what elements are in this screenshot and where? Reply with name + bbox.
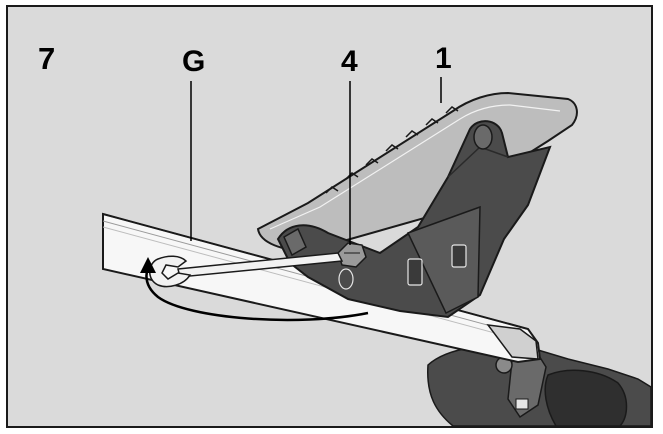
rotation-arrow-icon bbox=[140, 257, 369, 322]
callout-4: 4 bbox=[341, 45, 358, 78]
bolt-4 bbox=[337, 242, 367, 268]
lever-body bbox=[276, 120, 552, 319]
wrench-icon bbox=[149, 252, 344, 288]
assembly-illustration bbox=[102, 77, 651, 426]
figure-frame: 7 G 4 1 bbox=[6, 5, 653, 428]
callout-1: 1 bbox=[435, 42, 452, 75]
lower-mechanism bbox=[427, 344, 651, 426]
leader-lines bbox=[190, 77, 442, 245]
figure-number: 7 bbox=[38, 41, 56, 76]
callout-g: G bbox=[182, 45, 206, 78]
